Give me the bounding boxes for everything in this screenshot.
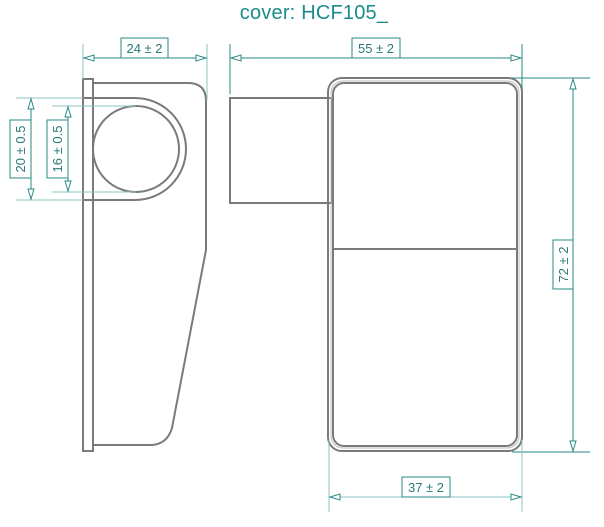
dimension-16: 16 ± 0.5 (46, 105, 136, 193)
front-loop-tab (229, 97, 333, 204)
dimension-55: 55 ± 2 (229, 37, 523, 94)
dimension-16-label: 16 ± 0.5 (50, 126, 65, 173)
dimension-24-label: 24 ± 2 (126, 41, 162, 56)
dimension-72: 72 ± 2 (512, 77, 590, 453)
dimension-37-label: 37 ± 2 (408, 480, 444, 495)
side-view (82, 78, 207, 452)
front-body-outer (327, 77, 523, 452)
side-loop-outer (83, 97, 187, 201)
dimension-20-label: 20 ± 0.5 (13, 126, 28, 173)
side-hole-circle (92, 105, 180, 193)
dimension-20: 20 ± 0.5 (9, 97, 83, 201)
dimension-55-label: 55 ± 2 (358, 41, 394, 56)
dimension-72-label: 72 ± 2 (556, 246, 571, 282)
side-body-outline (93, 82, 207, 446)
front-body-inner (332, 82, 518, 447)
dimension-24: 24 ± 2 (82, 37, 208, 100)
drawing-title: cover: HCF105_ (239, 2, 389, 24)
side-flange (82, 78, 94, 452)
front-view (229, 77, 523, 452)
dimension-37: 37 ± 2 (328, 440, 523, 512)
